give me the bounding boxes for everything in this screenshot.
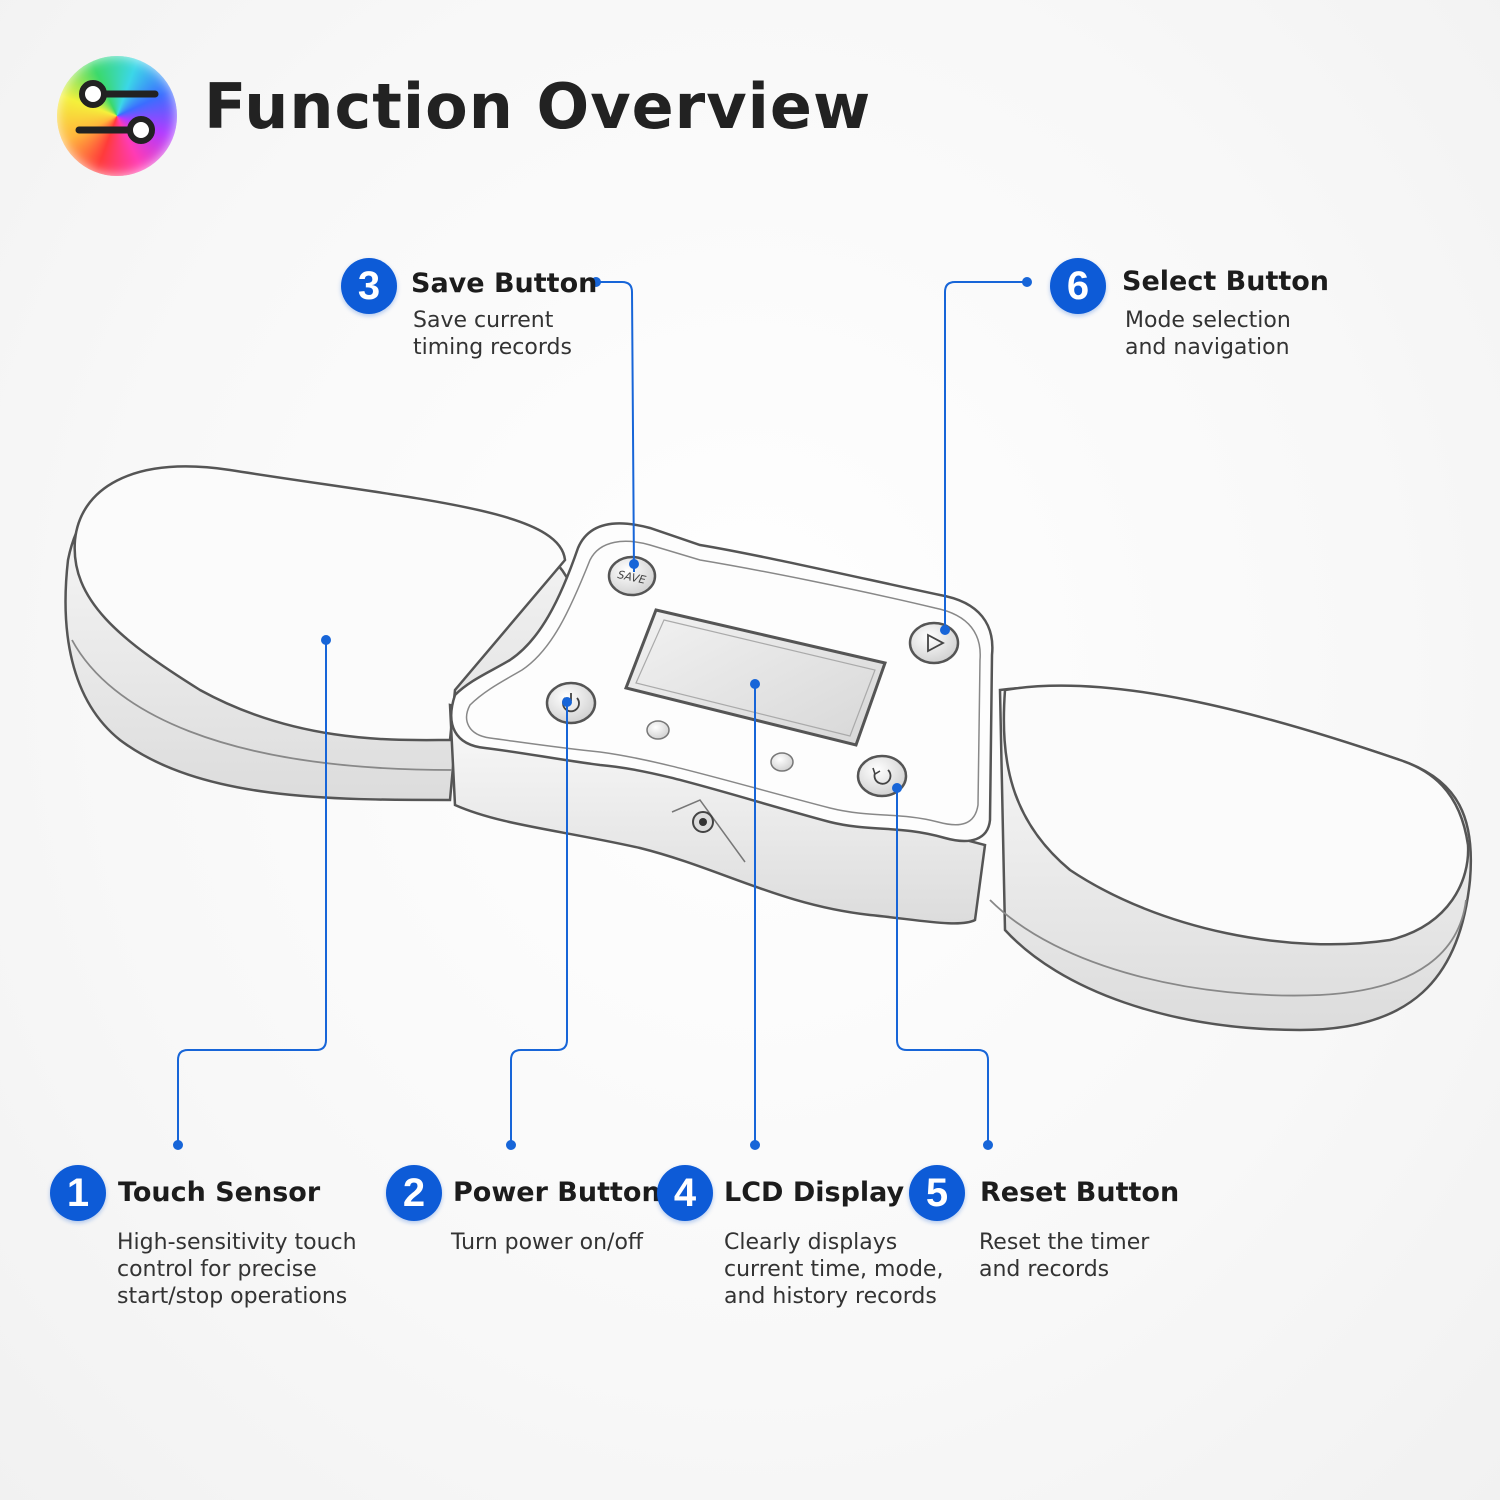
- callout-leaders: [177, 281, 1027, 1145]
- description-line: timing records: [413, 335, 572, 360]
- description-line: Clearly displays: [724, 1230, 898, 1255]
- audio-jack: [671, 799, 746, 863]
- description-line: and records: [979, 1257, 1110, 1282]
- description-line: Mode selection: [1125, 308, 1291, 333]
- description-line: current time, mode,: [724, 1257, 944, 1282]
- description-line: and history records: [724, 1284, 937, 1309]
- description-line: Reset the timer: [979, 1230, 1150, 1255]
- callout-label-select-button: Select Button: [1122, 266, 1330, 297]
- callout-label-reset-button: Reset Button: [980, 1177, 1180, 1208]
- callout-label-save-button: Save Button: [411, 268, 598, 299]
- indicator-led: [646, 720, 670, 740]
- description-line: control for precise: [117, 1257, 317, 1282]
- select-key: [908, 621, 960, 665]
- lcd-screen: [623, 608, 887, 747]
- left-touch-pad: [64, 465, 577, 802]
- description-line: Turn power on/off: [451, 1230, 644, 1255]
- indicator-led: [770, 752, 794, 772]
- callout-description: High-sensitivity touch control for preci…: [117, 1229, 357, 1310]
- callout-description: Save current timing records: [413, 307, 572, 361]
- callout-description: Clearly displays current time, mode, and…: [724, 1229, 943, 1310]
- callout-number-badge: 2: [386, 1165, 442, 1221]
- page-title: Function Overview: [204, 70, 872, 143]
- callout-number-badge: 5: [909, 1165, 965, 1221]
- settings-sliders-logo-icon: [57, 56, 177, 176]
- callout-number-badge: 6: [1050, 258, 1106, 314]
- callout-label-lcd-display: LCD Display: [724, 1177, 905, 1208]
- right-touch-pad: [989, 684, 1473, 1032]
- callout-label-touch-sensor: Touch Sensor: [118, 1177, 321, 1208]
- description-line: start/stop operations: [117, 1284, 348, 1309]
- callout-description: Reset the timer and records: [979, 1229, 1149, 1283]
- description-line: and navigation: [1125, 335, 1290, 360]
- callout-description: Turn power on/off: [451, 1229, 643, 1256]
- save-key-text: SAVE: [616, 568, 647, 587]
- callout-dots: [173, 277, 1032, 1150]
- callout-number-badge: 3: [341, 258, 397, 314]
- callout-description: Mode selection and navigation: [1125, 307, 1291, 361]
- description-line: High-sensitivity touch: [117, 1230, 357, 1255]
- description-line: Save current: [413, 308, 554, 333]
- reset-icon: [873, 769, 892, 785]
- callout-number-badge: 1: [50, 1165, 106, 1221]
- save-key: SAVE: [607, 555, 657, 597]
- callout-label-power-button: Power Button: [453, 1177, 661, 1208]
- callout-number-badge: 4: [657, 1165, 713, 1221]
- play-icon: [927, 633, 945, 653]
